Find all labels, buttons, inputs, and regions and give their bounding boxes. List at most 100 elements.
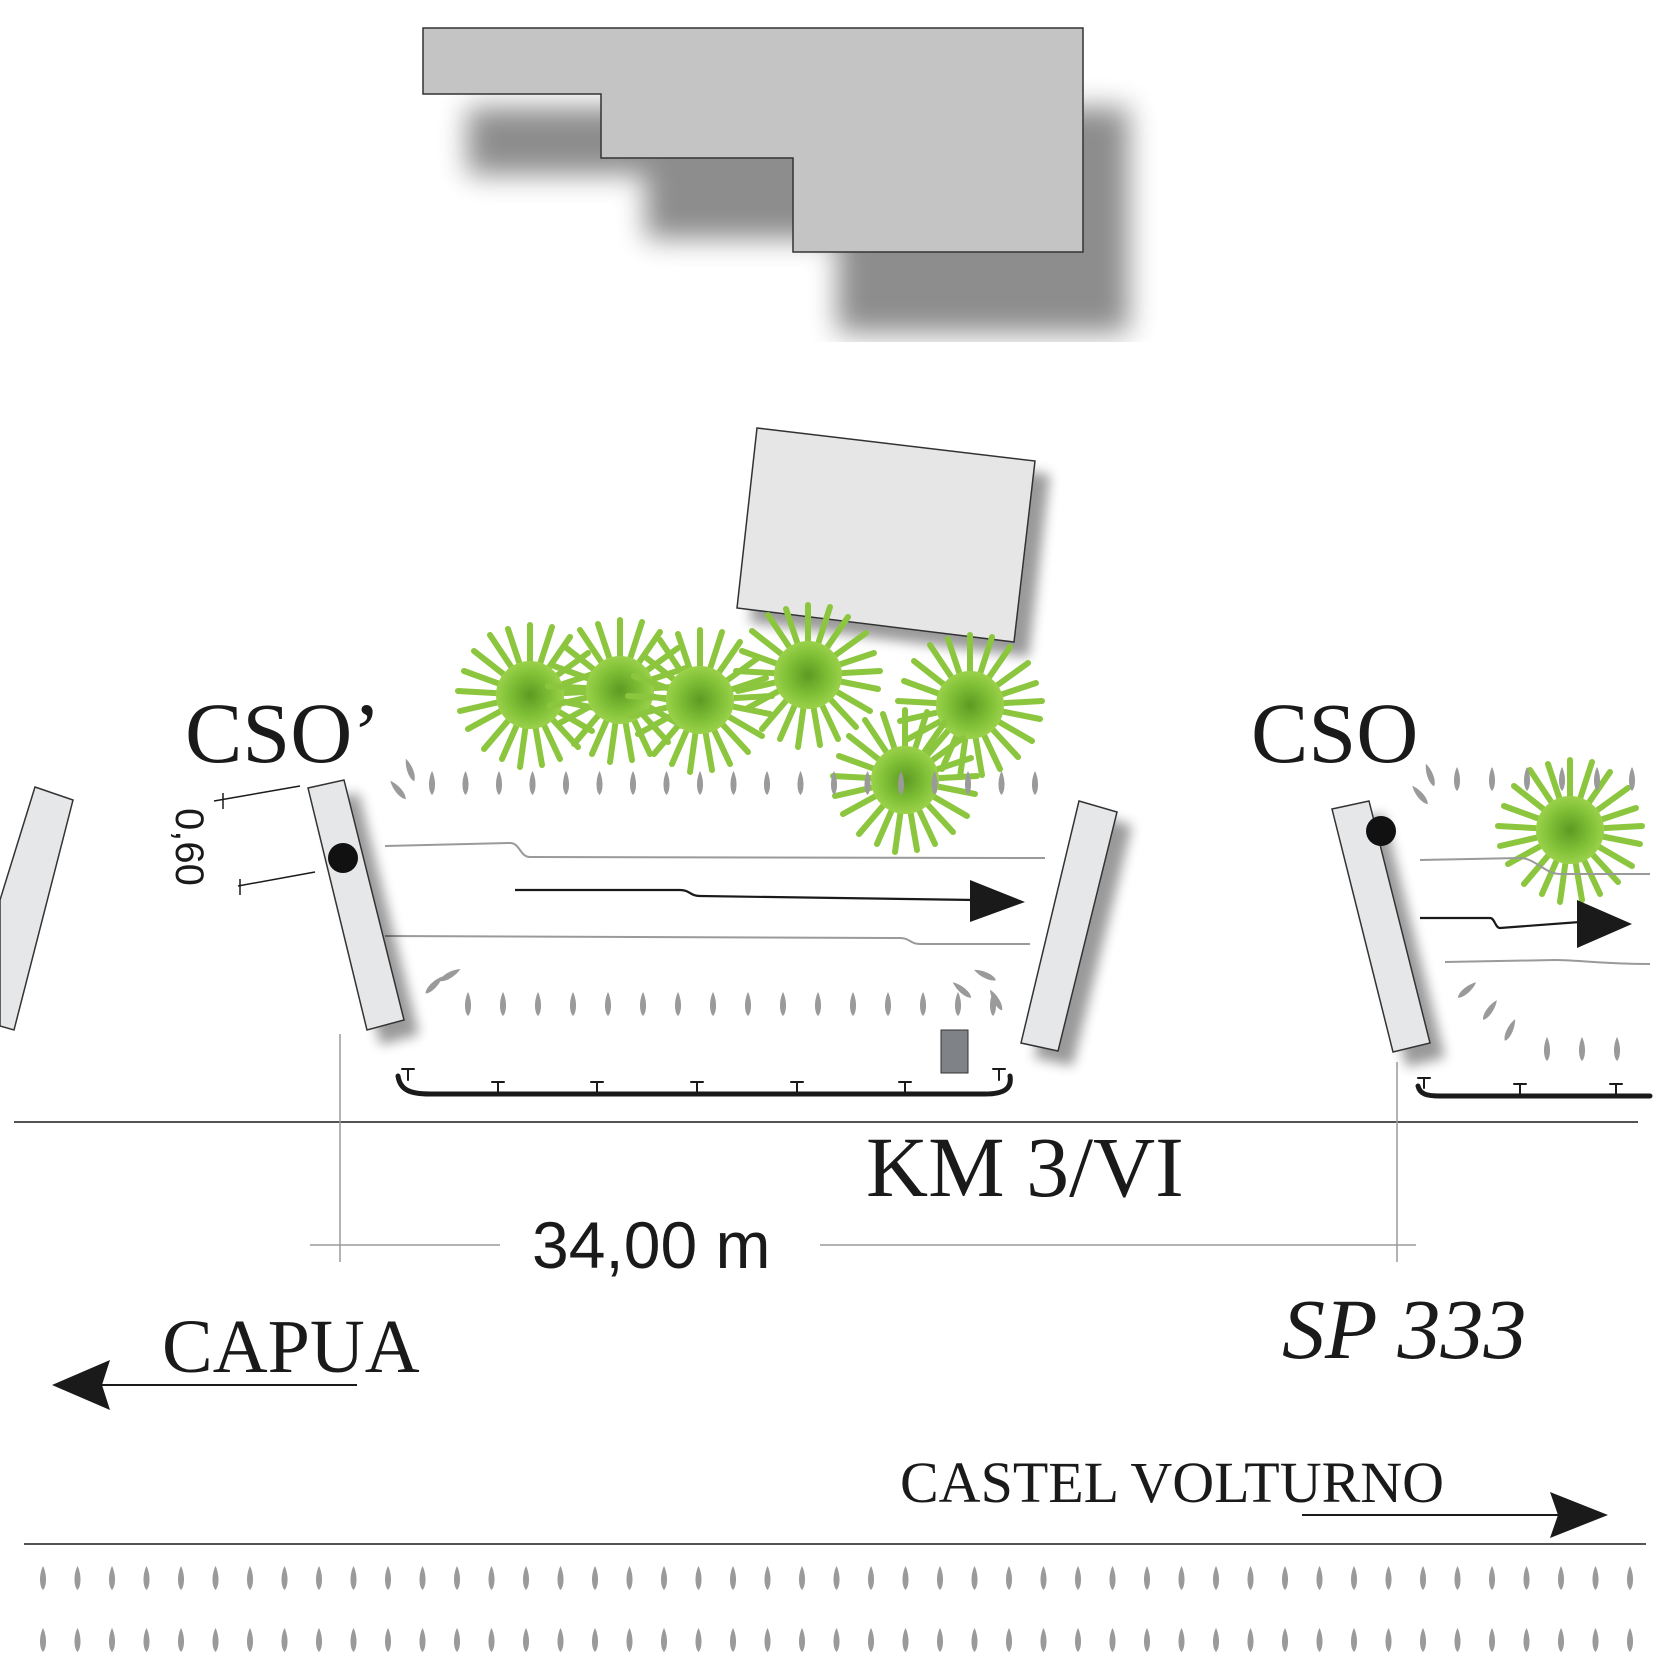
tick-bottom-row-1 — [1627, 1566, 1633, 1590]
tick-upper-left — [596, 771, 603, 795]
tick-bottom-row-2 — [937, 1628, 943, 1652]
tick-bottom-row-2 — [350, 1628, 357, 1652]
tick-bottom-row-2 — [764, 1628, 771, 1652]
tick-fan — [1423, 762, 1437, 788]
tick-bottom-row-1 — [1454, 1566, 1461, 1590]
tick-bottom-row-1 — [178, 1566, 184, 1590]
tick-bottom-row-2 — [1006, 1628, 1012, 1652]
guardrail-right — [1415, 1077, 1653, 1099]
tick-bottom-row-2 — [488, 1628, 495, 1652]
watercourse-right — [1419, 856, 1651, 965]
tick-lower-left — [710, 992, 716, 1016]
slab-middle — [1020, 800, 1118, 1052]
tick-bottom-row-2 — [868, 1628, 874, 1652]
tick-bottom-row-1 — [74, 1566, 81, 1590]
tick-upper-left — [998, 771, 1005, 795]
tick-fan — [972, 967, 998, 983]
tick-bottom-row-2 — [1592, 1628, 1599, 1652]
tick-bottom-row-2 — [1627, 1628, 1633, 1652]
tick-bottom-row-1 — [109, 1566, 115, 1590]
tick-lower-left — [500, 992, 506, 1016]
slab-cso-prime — [307, 779, 405, 1031]
tick-bottom-row-1 — [971, 1566, 978, 1590]
tick-upper-left — [764, 771, 770, 795]
tick-upper-left — [697, 771, 703, 795]
tick-upper-left — [462, 771, 469, 795]
label-cso: CSO — [1251, 685, 1418, 781]
tick-bottom-row-1 — [1489, 1566, 1495, 1590]
tick-lower-left — [640, 992, 646, 1016]
tick-bottom-row-2 — [1523, 1628, 1530, 1652]
tick-bottom-row-2 — [557, 1628, 564, 1652]
tick-bottom-row-2 — [1075, 1628, 1081, 1652]
tick-lower-left — [780, 992, 786, 1016]
arrow-castel-volturno — [1302, 1492, 1608, 1538]
tick-bottom-row-1 — [661, 1566, 667, 1590]
tick-bottom-row-2 — [902, 1628, 909, 1652]
tick-bottom-row-2 — [1351, 1628, 1357, 1652]
tick-bottom-row-2 — [178, 1628, 184, 1652]
tick-lower-left — [570, 992, 576, 1016]
tick-upper-left — [529, 771, 536, 795]
tick-bottom-row-2 — [1247, 1628, 1254, 1652]
tick-bottom-row-1 — [1040, 1566, 1047, 1590]
tick-lower-left — [535, 992, 541, 1016]
tick-bottom-row-1 — [1523, 1566, 1530, 1590]
tick-bottom-row-1 — [1558, 1566, 1564, 1590]
tick-bottom-row-2 — [74, 1628, 81, 1652]
tick-fan — [1409, 783, 1431, 807]
tick-bottom-row-2 — [454, 1628, 460, 1652]
label-road: SP 333 — [1282, 1281, 1526, 1377]
tick-fan — [423, 974, 445, 996]
tick-upper-left — [563, 771, 569, 795]
tick-bottom-row-2 — [1316, 1628, 1323, 1652]
tick-bottom-row-1 — [454, 1566, 460, 1590]
tick-bottom-row-2 — [592, 1628, 598, 1652]
tick-bottom-row-1 — [488, 1566, 495, 1590]
tick-upper-left — [496, 771, 502, 795]
tick-upper-right — [1454, 767, 1460, 791]
tick-lower-left — [745, 992, 751, 1016]
tick-lower-left — [955, 992, 961, 1016]
label-km: KM 3/VI — [866, 1119, 1184, 1215]
slab-far-left — [0, 786, 74, 1031]
guardrail-left — [395, 1068, 1013, 1097]
tick-bottom-row-2 — [1109, 1628, 1116, 1652]
tick-fan — [950, 979, 974, 1001]
tick-bottom-row-2 — [1454, 1628, 1461, 1652]
tick-bottom-row-1 — [1213, 1566, 1219, 1590]
tick-bottom-row-2 — [523, 1628, 529, 1652]
tick-bottom-row-1 — [143, 1566, 150, 1590]
tick-bottom-row-1 — [419, 1566, 426, 1590]
tick-bottom-row-2 — [385, 1628, 391, 1652]
tick-bottom-row-2 — [419, 1628, 426, 1652]
label-distance: 34,00 m — [532, 1208, 770, 1282]
tick-bottom-row-2 — [695, 1628, 702, 1652]
tick-lower-left — [885, 992, 891, 1016]
tick-upper-left — [630, 771, 636, 795]
tick-lower-left — [605, 992, 611, 1016]
tick-bottom-row-1 — [1282, 1566, 1288, 1590]
tick-bottom-row-1 — [385, 1566, 391, 1590]
tick-bottom-row-1 — [1109, 1566, 1116, 1590]
tick-bottom-row-2 — [730, 1628, 736, 1652]
tick-bottom-row-1 — [40, 1566, 46, 1590]
marker-dot-cso — [1366, 816, 1396, 846]
small-box — [940, 1029, 969, 1074]
tick-lower-right — [1544, 1037, 1550, 1061]
tick-bottom-row-2 — [661, 1628, 667, 1652]
small-building — [736, 427, 1036, 643]
tick-bottom-row-2 — [971, 1628, 978, 1652]
label-capua: CAPUA — [162, 1305, 420, 1389]
tick-bottom-row-1 — [1385, 1566, 1392, 1590]
tick-bottom-row-1 — [1316, 1566, 1323, 1590]
tick-bottom-row-1 — [937, 1566, 943, 1590]
tick-bottom-row-1 — [626, 1566, 633, 1590]
tick-fan — [1480, 998, 1500, 1022]
label-castel-volturno: CASTEL VOLTURNO — [900, 1450, 1444, 1515]
tick-fan — [387, 778, 409, 802]
label-dimension-small: 0,60 — [167, 808, 211, 886]
slab-cso — [1331, 800, 1431, 1053]
tick-bottom-row-2 — [1558, 1628, 1564, 1652]
